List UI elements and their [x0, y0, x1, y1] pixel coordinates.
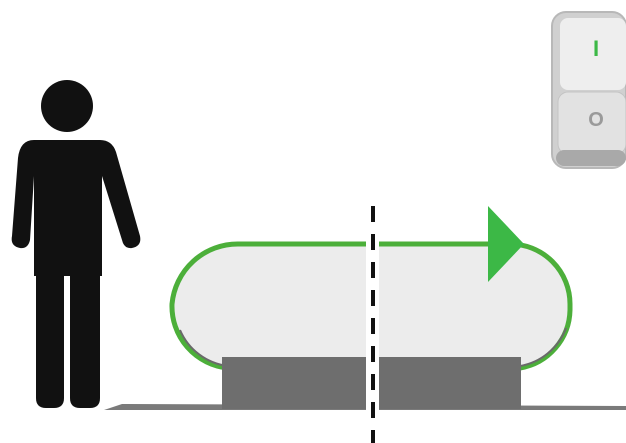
- person-right-leg: [70, 270, 100, 408]
- belt-outline-bottom-right: [519, 327, 567, 367]
- switch-face-top: [560, 18, 626, 90]
- person-torso-arms: [11, 140, 141, 276]
- arrow-right-icon: [488, 206, 524, 282]
- belt-outline-bottom: [179, 329, 229, 367]
- switch-off-symbol: O: [588, 109, 604, 131]
- person-head: [41, 80, 93, 132]
- belt-outline-left: [169, 241, 241, 371]
- switch-on-symbol: I: [593, 36, 599, 61]
- belt-outline-top: [235, 241, 573, 371]
- belt-support-left: [222, 357, 366, 409]
- switch-base-shadow: [556, 150, 626, 166]
- power-switch-icon[interactable]: I O: [551, 11, 626, 169]
- person-silhouette-icon: [11, 80, 141, 408]
- belt-support-right: [379, 357, 521, 409]
- person-left-leg: [36, 270, 64, 408]
